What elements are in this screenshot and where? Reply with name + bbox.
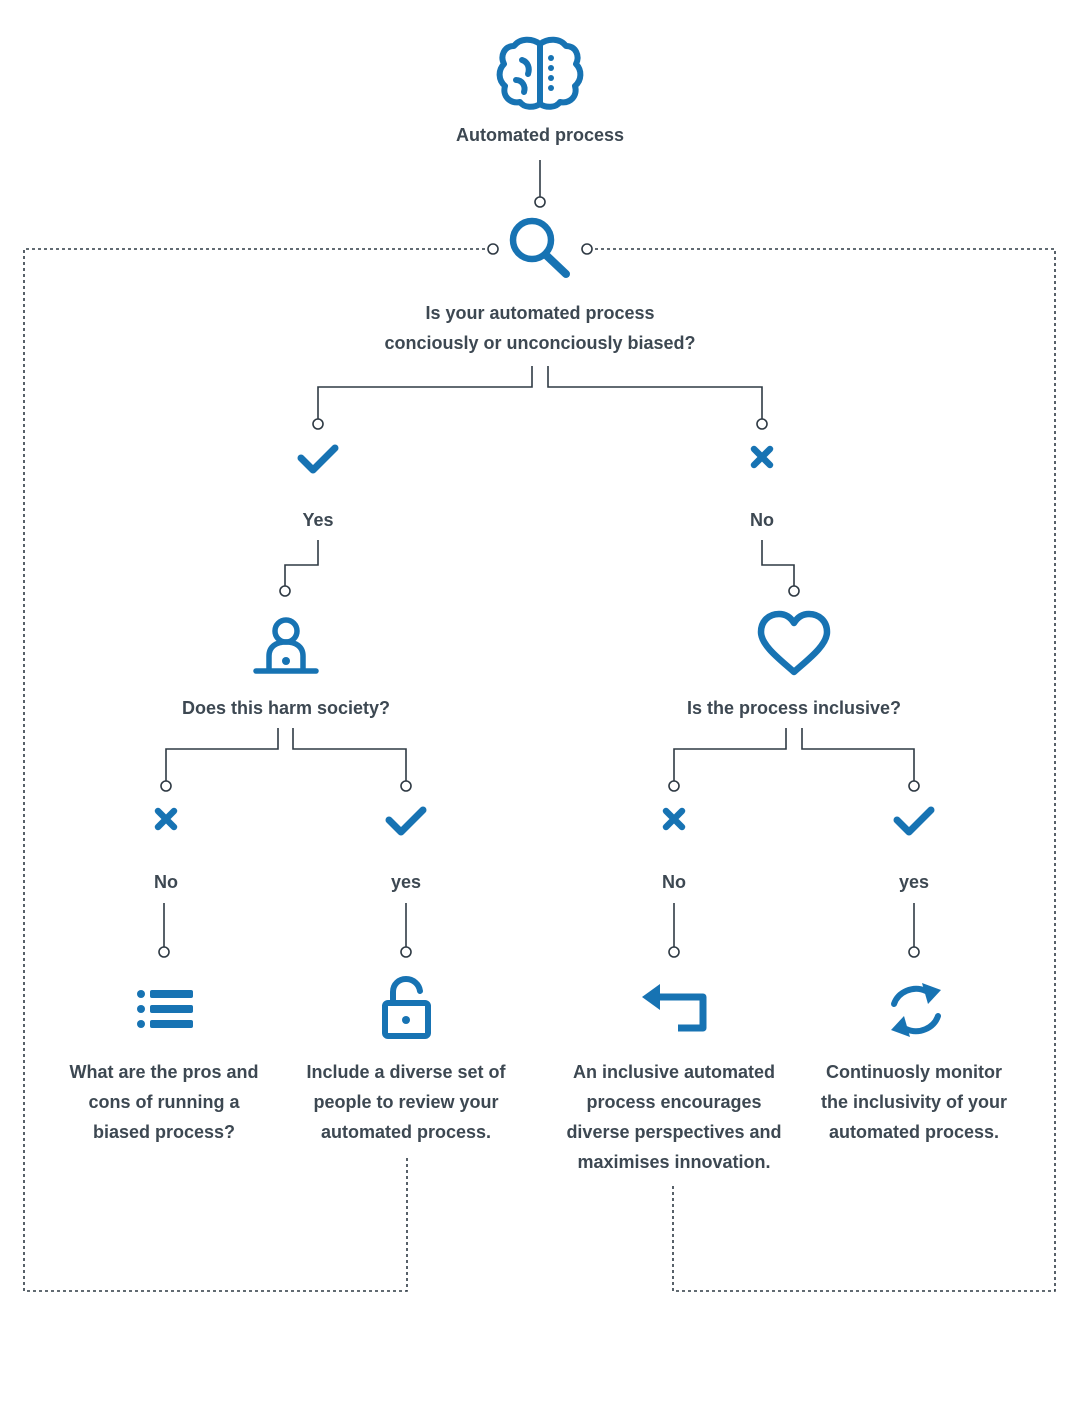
yes-to-harm	[284, 540, 319, 586]
unlock-icon	[382, 976, 431, 1039]
x-icon	[662, 807, 686, 831]
harm-no-label: No	[154, 872, 178, 892]
harm-to-no	[165, 728, 279, 781]
list-icon	[137, 990, 193, 1028]
no-branch-label: No	[750, 510, 774, 530]
question-label: Is your automated process conciously or …	[384, 303, 696, 353]
search-icon	[509, 217, 570, 278]
q-to-yes	[317, 366, 533, 419]
diverse-review-label: Include a diverse set of people to revie…	[306, 1062, 506, 1142]
tree-connectors	[163, 160, 915, 947]
encourages-label: An inclusive automated process encourage…	[566, 1062, 782, 1172]
node-dot	[279, 585, 291, 597]
node-dot	[534, 196, 546, 208]
incl-to-yes	[801, 728, 915, 781]
node-dot	[487, 243, 499, 255]
inclusive-question-label: Is the process inclusive?	[686, 698, 902, 718]
node-dot	[160, 780, 172, 792]
check-icon	[297, 444, 339, 474]
check-icon	[385, 806, 427, 836]
person-icon	[253, 617, 319, 674]
node-dot	[756, 418, 768, 430]
loop-back-connectors	[23, 248, 1056, 1292]
refresh-icon	[891, 985, 941, 1035]
brain-icon	[496, 36, 584, 110]
incl-to-no	[673, 728, 787, 781]
node-dot	[400, 780, 412, 792]
loop-left	[23, 248, 489, 1292]
harm-to-yes	[292, 728, 407, 781]
yes-branch-label: Yes	[302, 510, 334, 530]
x-icon	[154, 807, 178, 831]
node-dot	[312, 418, 324, 430]
heart-icon	[757, 610, 831, 676]
connector-nodes	[158, 196, 920, 958]
person-icon-dot	[282, 657, 290, 665]
no-to-inclusive	[761, 540, 795, 586]
return-arrow-head	[642, 984, 660, 1010]
loop-right	[591, 248, 1056, 1292]
node-dot	[908, 780, 920, 792]
node-dot	[908, 946, 920, 958]
node-dot	[668, 946, 680, 958]
x-icon	[750, 445, 774, 469]
check-icon	[893, 806, 935, 836]
root-label: Automated process	[455, 125, 625, 145]
return-arrow-icon	[652, 993, 707, 1032]
unlock-keyhole	[402, 1016, 410, 1024]
incl-no-label: No	[662, 872, 686, 892]
node-dot	[158, 946, 170, 958]
incl-yes-label: yes	[898, 872, 930, 892]
node-dot	[788, 585, 800, 597]
harm-yes-label: yes	[390, 872, 422, 892]
q-to-no	[547, 366, 763, 419]
brain-dots	[548, 55, 554, 91]
node-dot	[400, 946, 412, 958]
node-dot	[668, 780, 680, 792]
node-dot	[581, 243, 593, 255]
pros-cons-label: What are the pros and cons of running a …	[69, 1062, 259, 1142]
refresh-arrowheads	[891, 983, 941, 1037]
monitor-label: Continuosly monitor the inclusivity of y…	[820, 1062, 1008, 1142]
harm-question-label: Does this harm society?	[181, 698, 391, 718]
